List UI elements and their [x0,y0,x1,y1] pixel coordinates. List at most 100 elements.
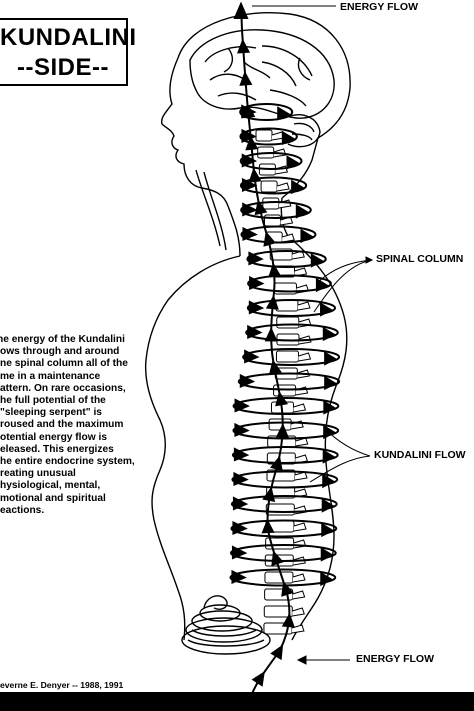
bottom-bar [0,692,474,711]
flow-arrow-icon [268,359,282,375]
vertebra-process [292,607,305,617]
flow-arrow-icon [242,103,256,119]
flow-arrow-icon [265,294,279,310]
vertebra-process [292,590,306,600]
flow-arrow-icon [310,253,324,268]
vertebra-process [282,233,295,243]
flow-arrow-icon [231,569,247,584]
flow-arrow-icon [270,455,283,471]
flow-arrow-icon [233,471,249,486]
flow-arrow-icon [261,518,275,534]
vertebra [255,129,273,142]
flow-spiral-ring [239,152,303,170]
flow-arrow-icon [233,447,250,462]
vertebra [276,316,300,329]
vertebra [264,214,281,227]
flow-arrow-icon [275,391,289,407]
coiled-serpent-icon [181,595,271,655]
flow-arrow-icon [239,70,253,86]
flow-arrow-icon [277,106,291,121]
flow-arrow-icon [242,226,258,241]
flow-spiral-ring [246,250,327,268]
label-spinal-column: SPINAL COLUMN [376,253,464,265]
flow-spiral-ring [230,519,338,538]
flow-arrow-icon [321,522,335,538]
flow-spiral-ring [232,397,340,415]
flow-arrow-icon [232,520,248,535]
label-energy-flow-bottom: ENERGY FLOW [356,653,434,665]
flow-arrow-icon [300,228,314,244]
flow-arrow-icon [268,262,282,278]
vertebra [275,350,299,363]
flow-arrow-icon [323,424,337,440]
flow-spiral-ring [239,103,294,121]
flow-spiral-ring [240,201,312,219]
flow-arrow-icon [234,398,250,413]
flow-arrow-icon [248,167,262,183]
flow-arrow-icon [281,130,295,146]
flow-arrow-icon [324,351,338,366]
vertebra-process [276,182,290,192]
vertebra [273,384,297,397]
flow-arrow-icon [242,202,258,217]
flow-arrow-icon [254,199,268,216]
flow-arrow-icon [320,547,334,562]
description-text: he energy of the Kundalini ows through a… [0,334,142,517]
head-outline [160,11,351,207]
vertebra [265,503,295,516]
flow-arrow-icon [248,251,264,266]
flow-spiral-ring [247,274,332,293]
vertebra-process [298,352,312,362]
flow-arrow-icon [322,473,336,489]
flow-arrow-icon [275,423,289,438]
flow-arrow-icon [262,486,276,503]
flow-arrow-icon [324,375,338,391]
flow-spiral-ring [242,348,341,366]
credit-text: everne E. Denyer -- 1988, 1991 [0,680,124,690]
flow-arrow-icon [320,302,334,317]
description-paragraph: he energy of the Kundalini ows through a… [0,334,135,516]
flow-spiral-ring [246,299,337,317]
flow-spiral-ring [239,176,308,195]
flow-arrow-icon [295,204,309,219]
vertebra-process [291,624,305,634]
flow-arrow-icon [234,422,250,437]
vertebra-process [292,250,305,260]
vertebra-process [293,539,307,549]
vertebra [263,605,293,618]
vertebra-process [293,403,307,413]
vertebra-process [293,522,307,532]
vertebra-process [297,301,311,311]
flow-arrow-icon [281,581,294,597]
title-box: KUNDALINI --SIDE-- [0,18,136,86]
flow-arrow-icon [231,545,248,560]
vertebra [262,197,280,210]
flow-arrow-icon [271,550,284,567]
flow-arrow-icon [241,128,257,143]
vertebra-process [292,573,306,583]
flow-arrow-icon [281,612,295,628]
flow-arrow-icon [248,300,265,315]
vertebra [260,180,278,193]
flow-arrow-icon [291,179,305,195]
vertebra-process [295,437,309,447]
flow-arrow-icon [315,277,329,293]
flow-arrow-icon [241,153,258,168]
flow-spiral-ring [232,421,340,440]
label-leader-lines [252,5,374,665]
flow-arrow-icon [244,349,260,364]
flow-arrow-icon [322,326,336,342]
flow-arrow-icon [249,275,265,290]
title-line-2: --SIDE-- [17,54,109,81]
flow-arrow-icon [323,400,337,415]
label-kundalini-flow: KUNDALINI FLOW [374,449,466,461]
vertebra [268,418,292,431]
flow-arrow-icon [322,449,336,464]
flow-arrow-icon [247,324,263,339]
flow-arrow-icon [320,571,334,587]
flow-arrow-icon [251,671,265,687]
flow-arrow-icon [237,38,251,54]
flow-spiral-ring [230,495,338,513]
flow-arrow-icon [239,373,256,388]
